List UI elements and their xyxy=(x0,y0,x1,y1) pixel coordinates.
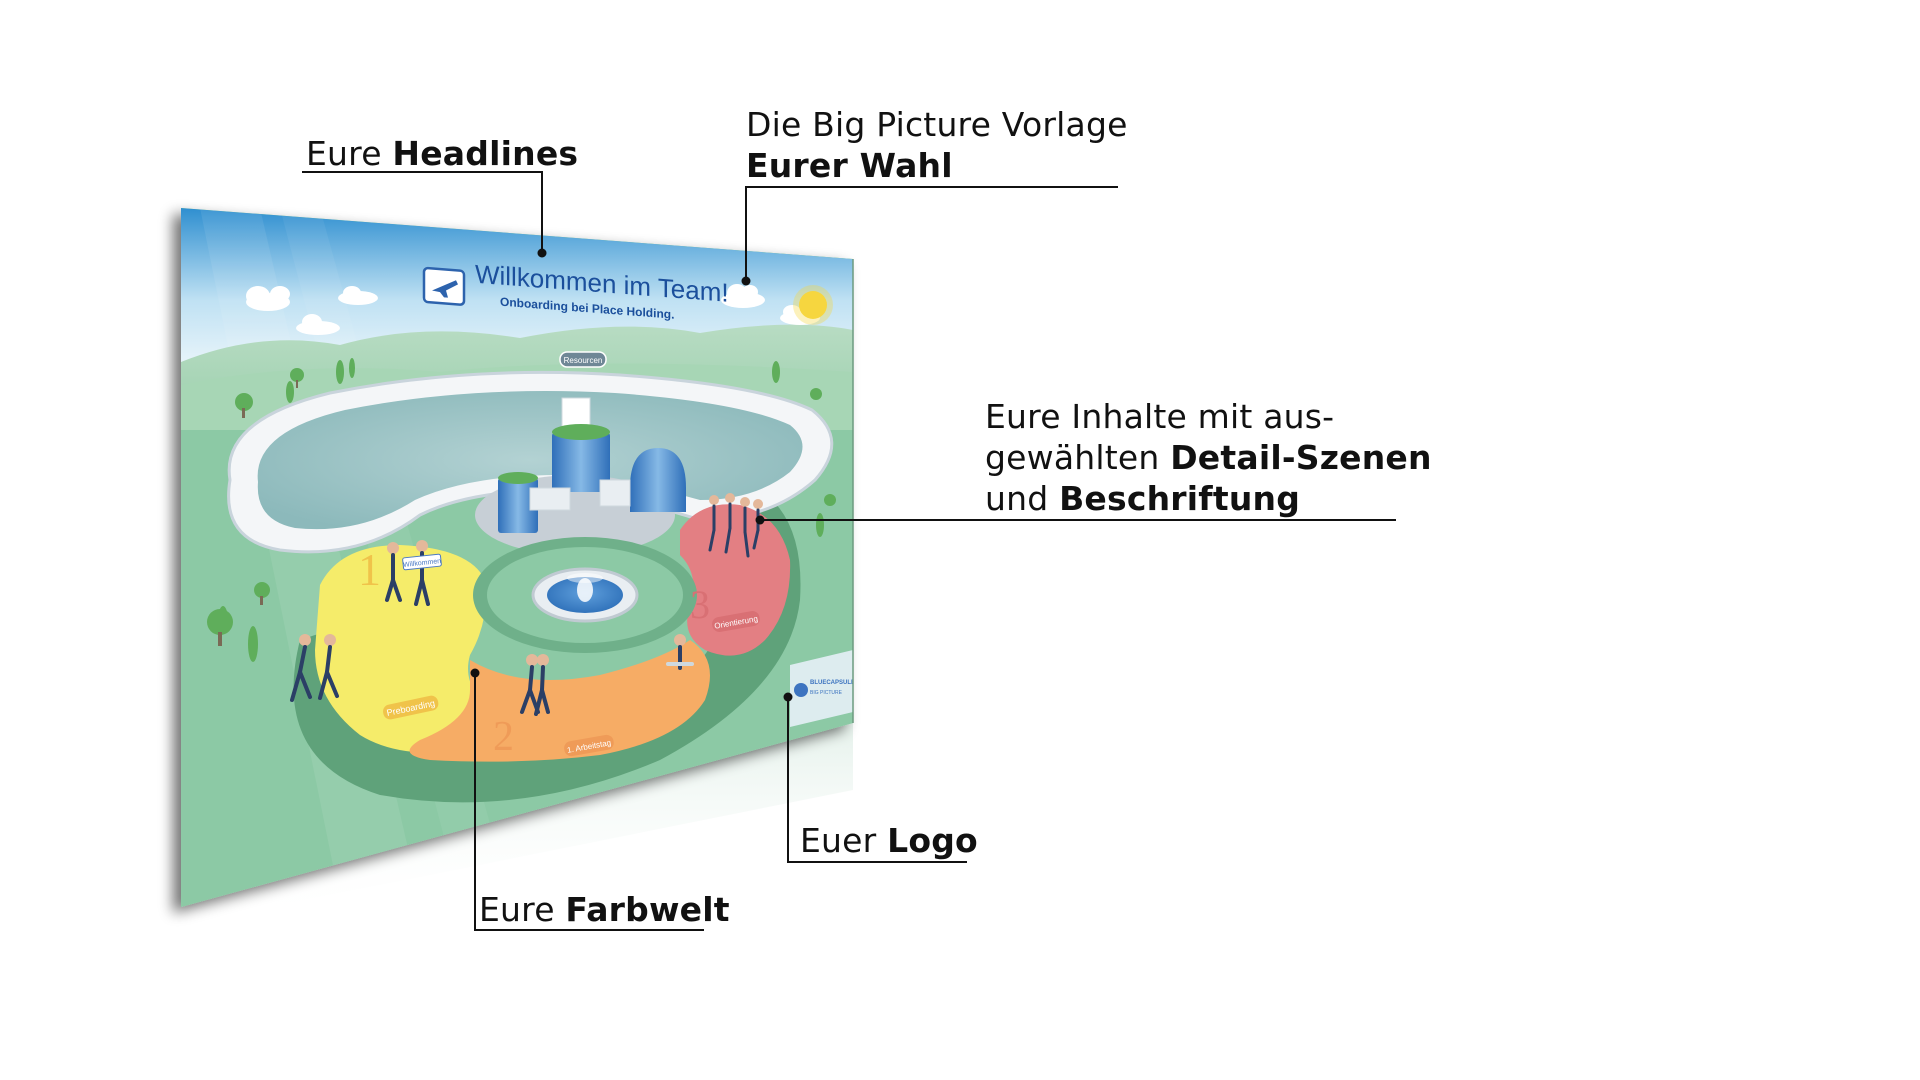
zone-red xyxy=(680,504,791,656)
label-headlines: Eure Headlines xyxy=(306,134,579,173)
label-template-line2: Eurer Wahl xyxy=(746,146,953,185)
label-logo: Euer Logo xyxy=(800,821,978,860)
callout-colors-line xyxy=(474,673,704,931)
welcome-sign-text: Willkommen xyxy=(403,558,442,569)
label-contents-line2: gewählten Detail-Szenen xyxy=(985,438,1432,477)
label-contents: Eure Inhalte mit aus- gewählten Detail-S… xyxy=(985,396,1432,519)
people-group-red xyxy=(708,493,763,558)
callout-dots xyxy=(470,248,793,702)
callout-headlines-dot xyxy=(537,248,547,258)
callout-contents-dot xyxy=(755,515,765,525)
people-group-orange xyxy=(520,634,694,716)
label-template: Die Big Picture Vorlage Eurer Wahl xyxy=(746,104,1128,186)
building-icon xyxy=(498,397,686,533)
zone-orange xyxy=(409,640,710,762)
label-template-line1: Die Big Picture Vorlage xyxy=(746,105,1128,144)
label-contents-line3: und Beschriftung xyxy=(985,479,1301,518)
board-artwork: Willkommen 1 2 3 Preboarding 1. Arbeitst… xyxy=(181,208,855,907)
sun-icon xyxy=(793,285,833,325)
callout-headlines-line xyxy=(302,171,543,252)
label-contents-line1: Eure Inhalte mit aus- xyxy=(985,397,1335,436)
label-colors: Eure Farbwelt xyxy=(479,890,730,929)
tree-icon xyxy=(207,358,836,662)
callout-logo-dot xyxy=(783,692,793,702)
stage-3-number: 3 xyxy=(690,582,710,627)
stage-3-tag: Orientierung xyxy=(712,611,760,632)
zone-yellow xyxy=(315,545,506,753)
stage-1-number: 1 xyxy=(358,544,381,595)
callout-template-line xyxy=(745,186,1118,280)
stage-2-number: 2 xyxy=(493,714,514,760)
callout-logo-line xyxy=(787,697,967,863)
resources-label: Resourcen xyxy=(564,356,603,365)
stage-2-tag: 1. Arbeitstag xyxy=(564,734,614,757)
logo-box: BLUECAPSULE BIG PICTURE xyxy=(790,650,855,727)
callout-lines xyxy=(302,171,1396,931)
board-reflection xyxy=(181,723,853,925)
airplane-ticket-icon xyxy=(422,266,466,306)
logo-line-1: BLUECAPSULE xyxy=(810,680,855,686)
lake xyxy=(257,391,803,530)
welcome-sign: Willkommen xyxy=(402,553,442,571)
fountain-icon xyxy=(531,567,639,623)
resources-tag: Resourcen xyxy=(559,351,607,368)
callout-colors-dot xyxy=(470,668,480,678)
logo-line-2: BIG PICTURE xyxy=(810,690,843,696)
callout-template-dot xyxy=(741,276,751,286)
